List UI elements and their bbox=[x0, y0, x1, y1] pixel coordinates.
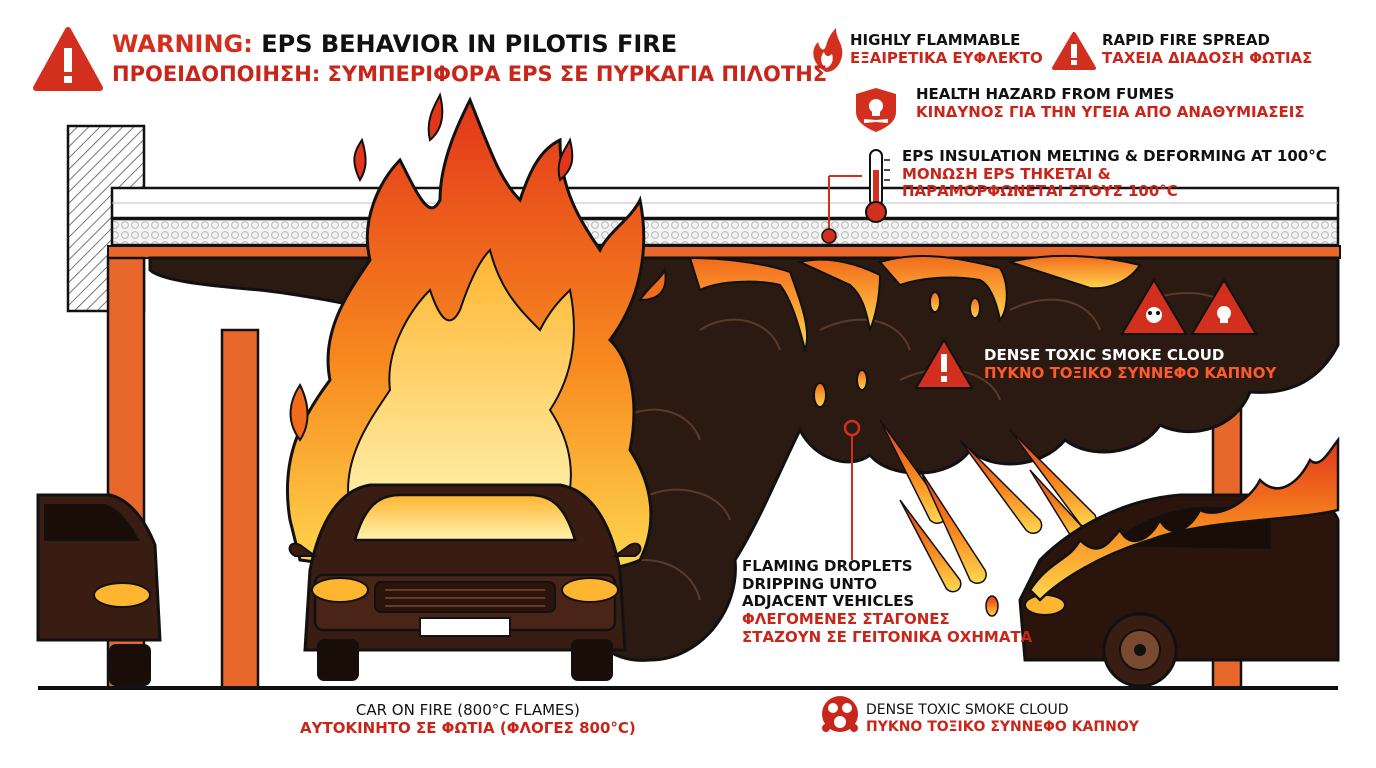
thermometer-icon bbox=[865, 149, 890, 223]
footer-car-fire-gr: ΑΥΤΟΚΙΝΗΤΟ ΣΕ ΦΩΤΙΑ (ΦΛΟΓΕΣ 800°C) bbox=[300, 718, 636, 737]
warning-triangle-icon bbox=[914, 338, 974, 389]
footer-car-fire: CAR ON FIRE (800°C FLAMES) ΑΥΤΟΚΙΝΗΤΟ ΣΕ… bbox=[300, 701, 636, 737]
callout-melting-gr1: ΜΟΝΩΣΗ EPS ΤΗΚΕΤΑΙ & bbox=[902, 164, 1111, 183]
left-car bbox=[36, 493, 162, 686]
callout-melting-gr2: ΠΑΡΑΜΟΡΦΩΝΕΤΑΙ ΣΤΟΥΣ 100°C bbox=[902, 182, 1178, 201]
callout-leaders bbox=[821, 175, 862, 560]
warning-triangle-icon bbox=[1052, 32, 1096, 70]
legend-spread-gr: ΤΑΧΕΙΑ ΔΙΑΔΟΣΗ ΦΩΤΙΑΣ bbox=[1102, 48, 1313, 67]
main-fire bbox=[285, 92, 667, 577]
eps-insulation-layer bbox=[110, 217, 1340, 247]
flame-icon bbox=[813, 28, 843, 72]
pilotis-structure bbox=[38, 124, 1341, 690]
legend-fumes-en: HEALTH HAZARD FROM FUMES bbox=[916, 85, 1175, 103]
callout-droplets-gr1: ΦΛΕΓΟΜΕΝΕΣ ΣΤΑΓΟΝΕΣ bbox=[742, 610, 950, 629]
page-title: WARNING: EPS BEHAVIOR IN PILOTIS FIRE bbox=[112, 30, 677, 58]
legend-flammable-gr: ΕΞΑΙΡΕΤΙΚΑ ΕΥΦΛΕΚΤΟ bbox=[850, 48, 1043, 67]
callout-droplets-en3: ADJACENT VEHICLES bbox=[742, 592, 915, 611]
callout-droplets: FLAMING DROPLETS DRIPPING UNTO ADJACENT … bbox=[742, 557, 1033, 646]
legend-spread-en: RAPID FIRE SPREAD bbox=[1102, 31, 1270, 49]
callout-smoke-gr: ΠΥΚΝΟ ΤΟΞΙΚΟ ΣΥΝΝΕΦΟ ΚΑΠΝΟΥ bbox=[984, 364, 1277, 382]
legend-flammable: HIGHLY FLAMMABLE ΕΞΑΙΡΕΤΙΚΑ ΕΥΦΛΕΚΤΟ bbox=[850, 31, 1043, 67]
gas-mask-hazard-icon bbox=[1120, 278, 1188, 335]
legend-flammable-en: HIGHLY FLAMMABLE bbox=[850, 31, 1021, 49]
header-warning-icon bbox=[33, 27, 103, 91]
callout-droplets-gr2: ΣΤΑΖΟΥΝ ΣΕ ΓΕΙΤΟΝΙΚΑ ΟΧΗΜΑΤΑ bbox=[742, 627, 1033, 646]
legend-fumes-gr: ΚΙΝΔΥΝΟΣ ΓΙΑ ΤΗΝ ΥΓΕΙΑ ΑΠΟ ΑΝΑΘΥΜΙΑΣΕΙΣ bbox=[916, 102, 1305, 121]
callout-melting: EPS INSULATION MELTING & DEFORMING AT 10… bbox=[902, 147, 1327, 201]
right-car bbox=[1018, 436, 1340, 688]
callout-droplets-en1: FLAMING DROPLETS bbox=[742, 557, 913, 575]
skull-shield-icon bbox=[856, 88, 896, 132]
title-greek: ΠΡΟΕΙΔΟΠΟΙΗΣΗ: ΣΥΜΠΕΡΙΦΟΡΑ EPS ΣΕ ΠΥΡΚΑΓ… bbox=[112, 62, 828, 86]
callout-smoke-cloud: DENSE TOXIC SMOKE CLOUD ΠΥΚΝΟ ΤΟΞΙΚΟ ΣΥΝ… bbox=[984, 346, 1276, 382]
callout-droplets-en2: DRIPPING UNTO bbox=[742, 574, 877, 593]
title-en: EPS BEHAVIOR IN PILOTIS FIRE bbox=[261, 30, 678, 58]
footer-smoke-en: DENSE TOXIC SMOKE CLOUD bbox=[866, 702, 1069, 718]
burning-car bbox=[288, 483, 642, 681]
skull-hazard-icon bbox=[1190, 278, 1258, 335]
footer-car-fire-en: CAR ON FIRE (800°C FLAMES) bbox=[355, 701, 580, 719]
footer-smoke: DENSE TOXIC SMOKE CLOUD ΠΥΚΝΟ ΤΟΞΙΚΟ ΣΥΝ… bbox=[866, 702, 1139, 735]
legend-spread: RAPID FIRE SPREAD ΤΑΧΕΙΑ ΔΙΑΔΟΣΗ ΦΩΤΙΑΣ bbox=[1102, 31, 1313, 67]
callout-melting-en: EPS INSULATION MELTING & DEFORMING AT 10… bbox=[902, 147, 1327, 165]
falling-droplets bbox=[879, 419, 1122, 617]
gas-mask-icon bbox=[822, 696, 858, 732]
legend-fumes: HEALTH HAZARD FROM FUMES ΚΙΝΔΥΝΟΣ ΓΙΑ ΤΗ… bbox=[916, 85, 1305, 121]
callout-smoke-en: DENSE TOXIC SMOKE CLOUD bbox=[984, 346, 1225, 364]
warning-prefix: WARNING: bbox=[112, 30, 253, 58]
molten-eps-drips bbox=[688, 254, 1142, 408]
footer-smoke-gr: ΠΥΚΝΟ ΤΟΞΙΚΟ ΣΥΝΝΕΦΟ ΚΑΠΝΟΥ bbox=[866, 718, 1139, 735]
